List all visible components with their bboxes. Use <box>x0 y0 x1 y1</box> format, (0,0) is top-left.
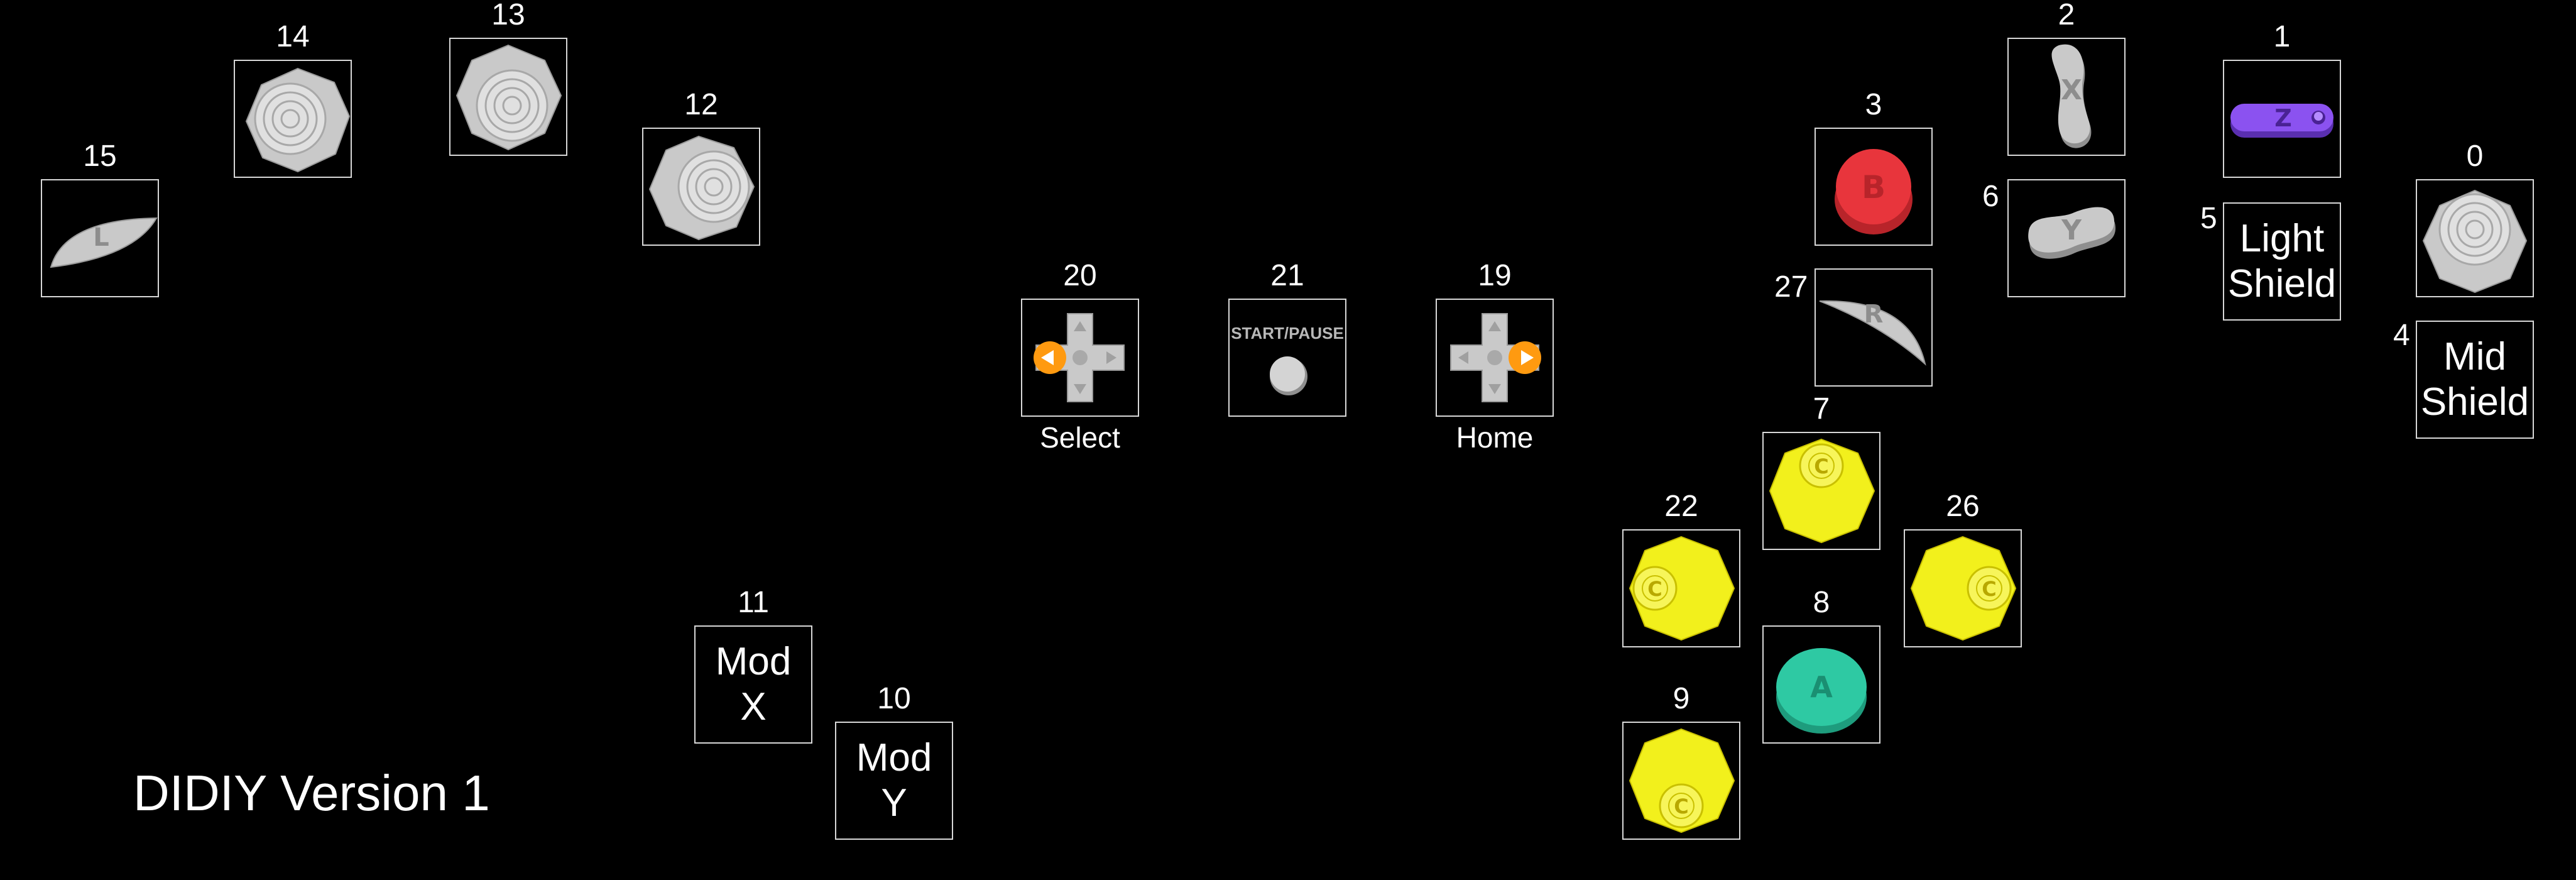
button-number: 26 <box>1946 490 1980 523</box>
svg-text:C: C <box>1674 795 1688 818</box>
start-button-icon: START/PAUSE <box>1231 324 1344 395</box>
svg-text:B: B <box>1862 169 1886 206</box>
button-0-stick[interactable]: 0 <box>2416 141 2534 297</box>
button-number: 9 <box>1673 682 1690 715</box>
button-26-c-right[interactable]: 26 C <box>1904 492 2022 647</box>
button-number: 21 <box>1270 259 1304 292</box>
c-stick-down-icon: C <box>1629 728 1735 833</box>
button-13-stick[interactable]: 13 <box>449 0 567 156</box>
svg-text:A: A <box>1810 670 1833 704</box>
button-number: 2 <box>2058 0 2075 31</box>
svg-text:R: R <box>1864 300 1884 329</box>
button-15-l-trigger[interactable]: 15 L <box>41 141 159 297</box>
button-number: 22 <box>1664 490 1698 523</box>
button-number: 4 <box>2393 319 2410 352</box>
z-button-icon: Z <box>2230 104 2333 138</box>
dpad-left-icon <box>1034 313 1125 402</box>
svg-text:C: C <box>1647 577 1662 601</box>
button-27-r-trigger[interactable]: 27 R <box>1774 268 1933 387</box>
l-trigger-icon: L <box>50 217 158 268</box>
c-stick-left-icon: C <box>1629 536 1735 641</box>
button-1-z[interactable]: 1 Z <box>2223 22 2341 178</box>
dpad-right-icon <box>1450 313 1541 402</box>
svg-text:C: C <box>1982 577 1996 601</box>
button-number: 0 <box>2466 140 2484 173</box>
analog-stick-icon <box>245 67 351 173</box>
button-number: 6 <box>1982 180 1999 213</box>
button-number: 12 <box>684 88 718 121</box>
svg-text:Z: Z <box>2274 104 2292 132</box>
c-stick-up-icon: C <box>1769 438 1875 544</box>
svg-text:L: L <box>93 223 109 252</box>
button-number: 19 <box>1478 259 1512 292</box>
button-19-home[interactable]: 19 Home <box>1436 261 1554 452</box>
button-21-start-pause[interactable]: 21 START/PAUSE <box>1228 261 1346 417</box>
button-9-c-down[interactable]: 9 C <box>1622 684 1740 840</box>
button-caption: Select <box>1040 421 1120 454</box>
button-6-y[interactable]: 6 Y <box>1982 179 2126 297</box>
analog-stick-icon <box>648 135 755 241</box>
button-number: 27 <box>1774 270 1808 304</box>
button-8-a[interactable]: 8 A <box>1762 588 1880 744</box>
button-7-c-up[interactable]: 7 C <box>1762 394 1880 550</box>
button-number: 13 <box>491 0 525 31</box>
button-number: 20 <box>1063 259 1097 292</box>
button-number: 1 <box>2273 20 2291 53</box>
button-number: 5 <box>2200 202 2217 235</box>
button-20-select[interactable]: 20 Select <box>1021 261 1139 452</box>
a-button-icon: A <box>1776 648 1867 734</box>
button-3-b[interactable]: 3 B <box>1815 90 1933 246</box>
svg-text:Y: Y <box>2061 214 2082 246</box>
button-number: 7 <box>1813 392 1830 426</box>
button-22-c-left[interactable]: 22 C <box>1622 492 1740 647</box>
c-stick-right-icon: C <box>1910 536 2017 641</box>
x-button-icon: X <box>2051 44 2092 148</box>
svg-text:START/PAUSE: START/PAUSE <box>1231 324 1344 343</box>
button-caption: Home <box>1456 421 1534 454</box>
button-number: 3 <box>1865 88 1882 121</box>
layout-title: DIDIY Version 1 <box>133 765 490 821</box>
b-button-icon: B <box>1835 149 1913 234</box>
analog-stick-icon <box>456 44 562 151</box>
analog-stick-icon <box>2422 189 2528 294</box>
svg-text:C: C <box>1814 454 1828 478</box>
button-number: 15 <box>83 140 117 173</box>
button-number: 11 <box>738 586 769 619</box>
svg-text:X: X <box>2061 74 2082 106</box>
r-trigger-icon: R <box>1819 300 1926 366</box>
button-number: 10 <box>877 682 911 715</box>
button-2-x[interactable]: 2 X <box>2007 0 2126 156</box>
y-button-icon: Y <box>2028 207 2116 259</box>
button-number: 8 <box>1813 586 1830 619</box>
button-12-stick[interactable]: 12 <box>642 90 760 246</box>
button-number: 14 <box>276 20 310 53</box>
button-14-stick[interactable]: 14 <box>234 22 352 178</box>
